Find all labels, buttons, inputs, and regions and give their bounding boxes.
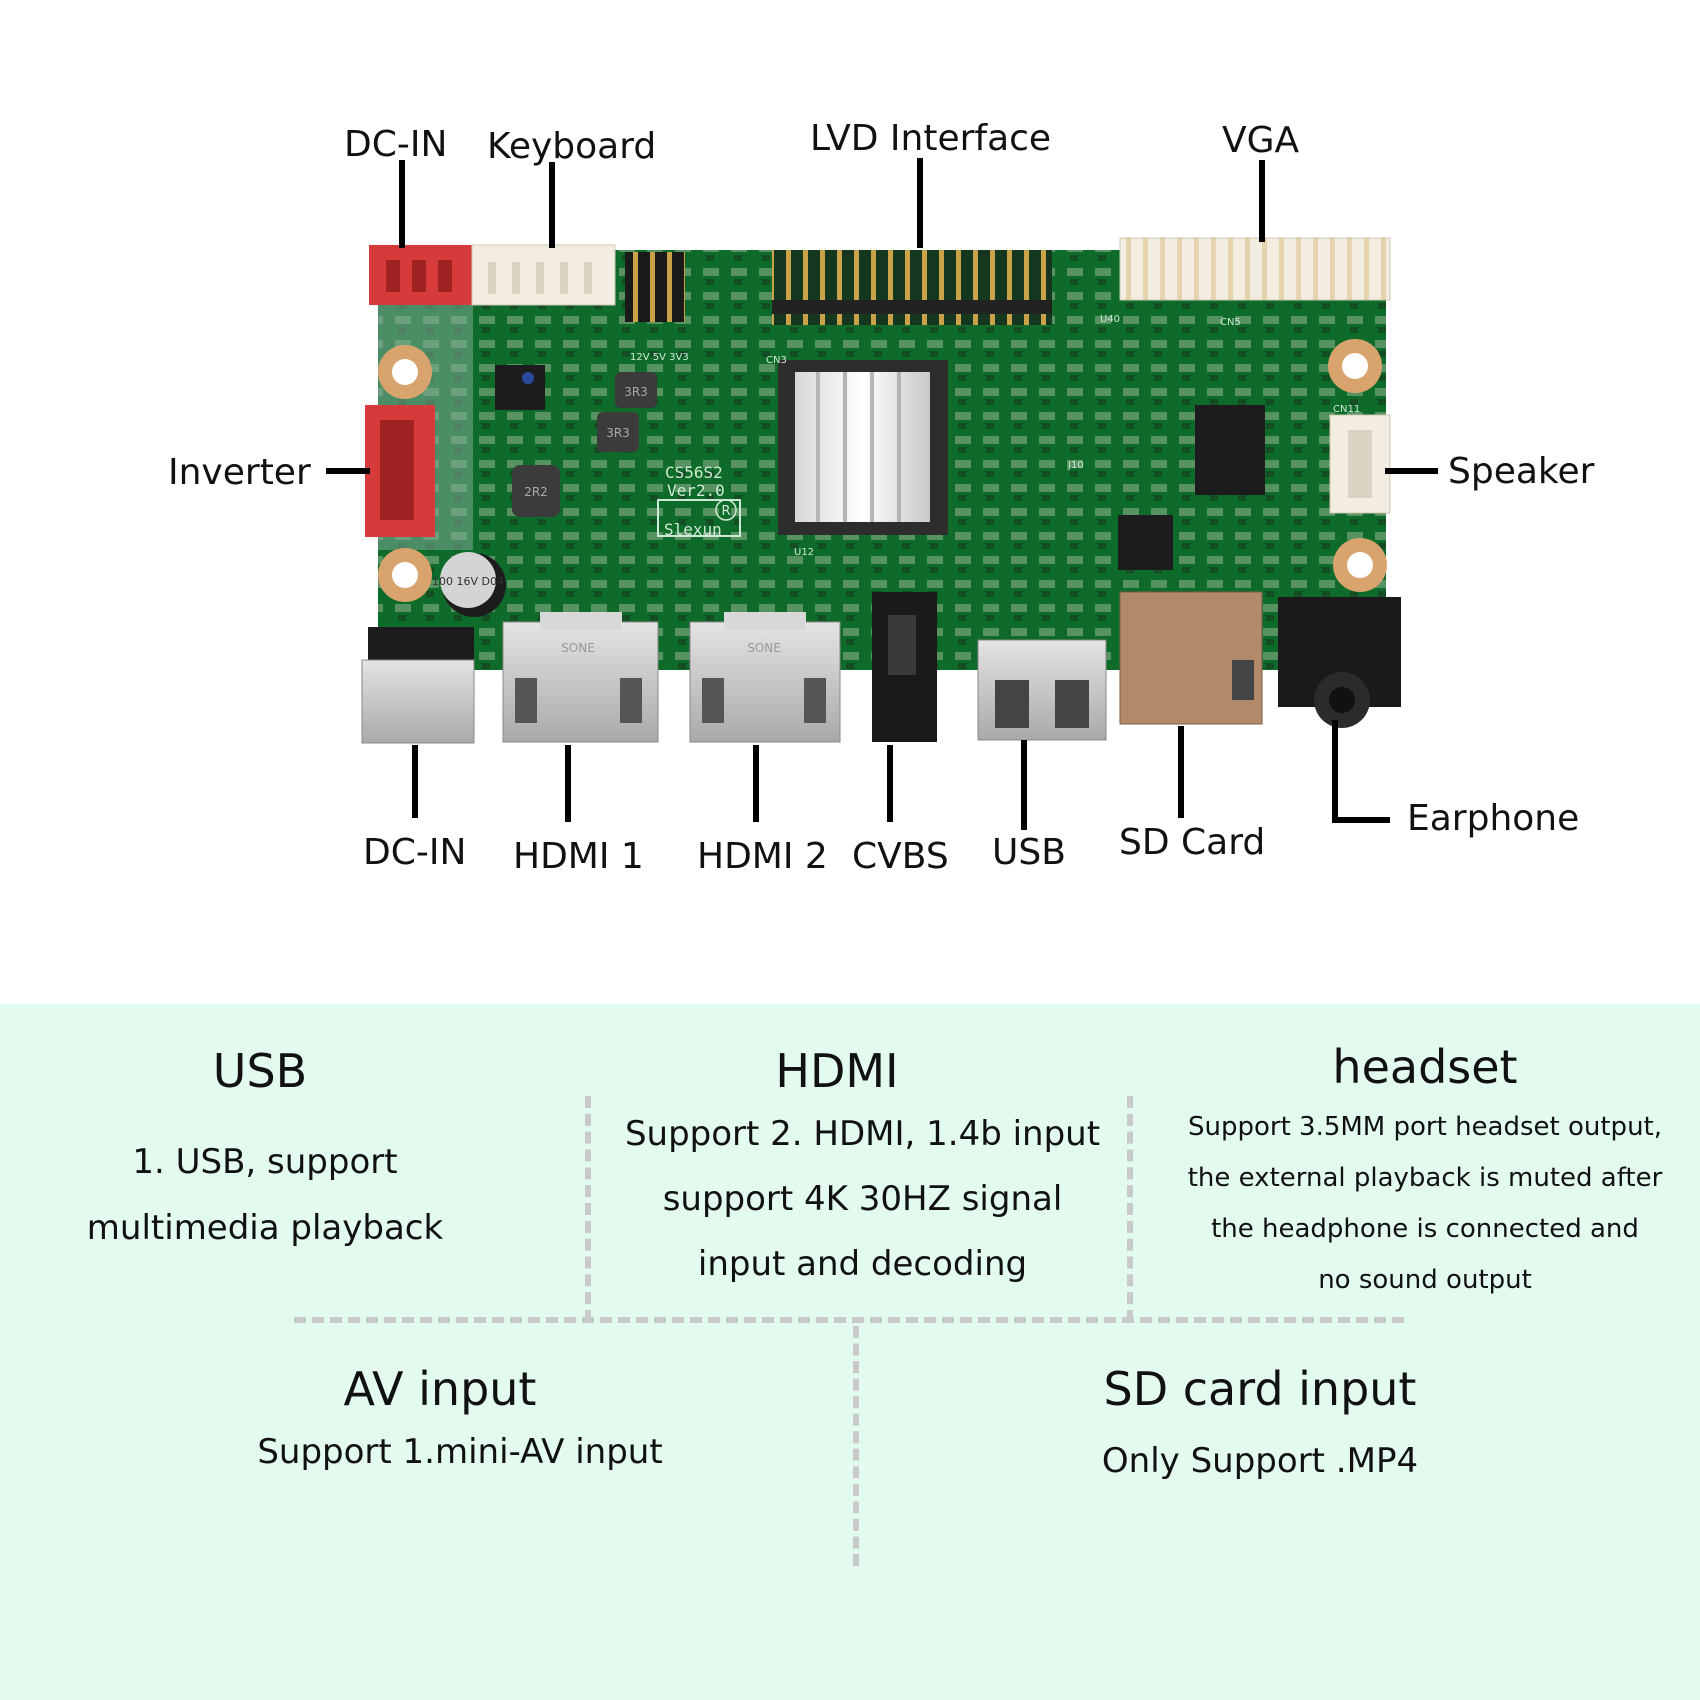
leader-lines xyxy=(326,158,1438,830)
label-hdmi-2: HDMI 2 xyxy=(697,836,828,877)
board-diagram: 3R3 3R3 2R2 100 16V D04 CS56S2 Ver2.0 Sl… xyxy=(168,118,1595,877)
feature-line: Support 2. HDMI, 1.4b input xyxy=(624,1114,1101,1154)
feature-line: the external playback is muted after xyxy=(1187,1163,1663,1193)
feature-line: 1. USB, support xyxy=(132,1142,398,1182)
dc-in-jack xyxy=(361,627,475,744)
board-version-silkscreen: Ver2.0 xyxy=(667,481,725,500)
inductor-marking: 3R3 xyxy=(606,426,630,440)
label-hdmi-1: HDMI 1 xyxy=(513,836,644,877)
inductor: 3R3 xyxy=(597,412,639,452)
board-model-silkscreen: CS56S2 xyxy=(665,463,723,482)
inductor-marking: 2R2 xyxy=(524,485,548,499)
cn11-silkscreen: CN11 xyxy=(1333,404,1360,415)
label-dc-in-bottom: DC-IN xyxy=(363,832,466,873)
hdmi-2-port: SONE xyxy=(689,612,841,743)
label-dc-in-top: DC-IN xyxy=(344,124,447,165)
divider-vertical xyxy=(585,1096,591,1322)
inductor-marking: 3R3 xyxy=(624,385,648,399)
brand-box xyxy=(657,499,741,537)
vga-connector xyxy=(1119,237,1391,301)
keyboard-connector xyxy=(471,244,616,306)
cvbs-jack xyxy=(872,592,937,742)
label-inverter: Inverter xyxy=(168,452,311,493)
brand-silkscreen: Slexun xyxy=(664,520,722,539)
feature-line: Only Support .MP4 xyxy=(1101,1441,1419,1481)
power-chip xyxy=(495,365,545,410)
label-lvd-interface: LVD Interface xyxy=(810,118,1051,159)
hdmi-port-marking: SONE xyxy=(747,641,781,655)
feature-panel: USB 1. USB, support multimedia playback … xyxy=(0,1004,1700,1700)
label-keyboard: Keyboard xyxy=(487,126,656,167)
registered-letter: R xyxy=(721,504,730,519)
lvds-pin-header xyxy=(772,250,1052,325)
feature-title-sd: SD card input xyxy=(1103,1362,1417,1416)
cn3-silkscreen: CN3 xyxy=(766,355,787,366)
feature-line: the headphone is connected and xyxy=(1211,1214,1639,1244)
feature-line: input and decoding xyxy=(697,1244,1028,1284)
speaker-connector xyxy=(1329,414,1391,514)
earphone-jack xyxy=(1278,597,1401,728)
inductor: 3R3 xyxy=(615,372,657,408)
feature-title-usb: USB xyxy=(212,1044,308,1098)
feature-title-headset: headset xyxy=(1332,1040,1518,1094)
divider-horizontal xyxy=(294,1317,1404,1323)
sd-card-slot xyxy=(1119,591,1263,725)
cn5-silkscreen: CN5 xyxy=(1220,317,1241,328)
dc-in-connector-top xyxy=(369,245,472,305)
label-sd-card: SD Card xyxy=(1119,822,1265,863)
feature-title-av: AV input xyxy=(343,1362,537,1416)
mounting-hole xyxy=(1328,339,1382,393)
feature-line: support 4K 30HZ signal xyxy=(662,1179,1063,1219)
divider-vertical xyxy=(853,1326,859,1566)
hdmi-1-port: SONE xyxy=(502,612,659,743)
heatsink xyxy=(778,360,948,535)
feature-line: Support 1.mini-AV input xyxy=(257,1432,663,1472)
feature-title-hdmi: HDMI xyxy=(775,1044,899,1098)
u40-silkscreen: U40 xyxy=(1100,314,1120,325)
feature-line: multimedia playback xyxy=(86,1208,444,1248)
inverter-connector xyxy=(365,405,435,537)
label-speaker: Speaker xyxy=(1448,451,1595,492)
mounting-hole xyxy=(1333,538,1387,592)
label-earphone: Earphone xyxy=(1407,798,1579,839)
divider-vertical xyxy=(1127,1096,1133,1322)
capacitor-marking: 100 16V D04 xyxy=(432,575,504,588)
label-usb: USB xyxy=(992,832,1066,873)
audio-amplifier-chip xyxy=(1195,405,1265,495)
hdmi-port-marking: SONE xyxy=(561,641,595,655)
u12-silkscreen: U12 xyxy=(794,547,814,558)
capacitor: 100 16V D04 xyxy=(432,552,506,617)
mounting-hole xyxy=(378,548,432,602)
j10-silkscreen: J10 xyxy=(1067,460,1084,471)
jumper-silkscreen: 12V 5V 3V3 xyxy=(630,352,689,363)
label-vga: VGA xyxy=(1222,120,1300,161)
mounting-hole xyxy=(378,345,432,399)
inductor: 2R2 xyxy=(512,465,560,517)
jumper-header xyxy=(625,252,685,322)
feature-line: Support 3.5MM port headset output, xyxy=(1187,1112,1663,1142)
usb-port xyxy=(977,639,1107,741)
label-cvbs: CVBS xyxy=(852,836,949,877)
registered-mark xyxy=(715,499,737,521)
controller-chip xyxy=(1118,515,1173,570)
feature-line: no sound output xyxy=(1318,1265,1532,1295)
